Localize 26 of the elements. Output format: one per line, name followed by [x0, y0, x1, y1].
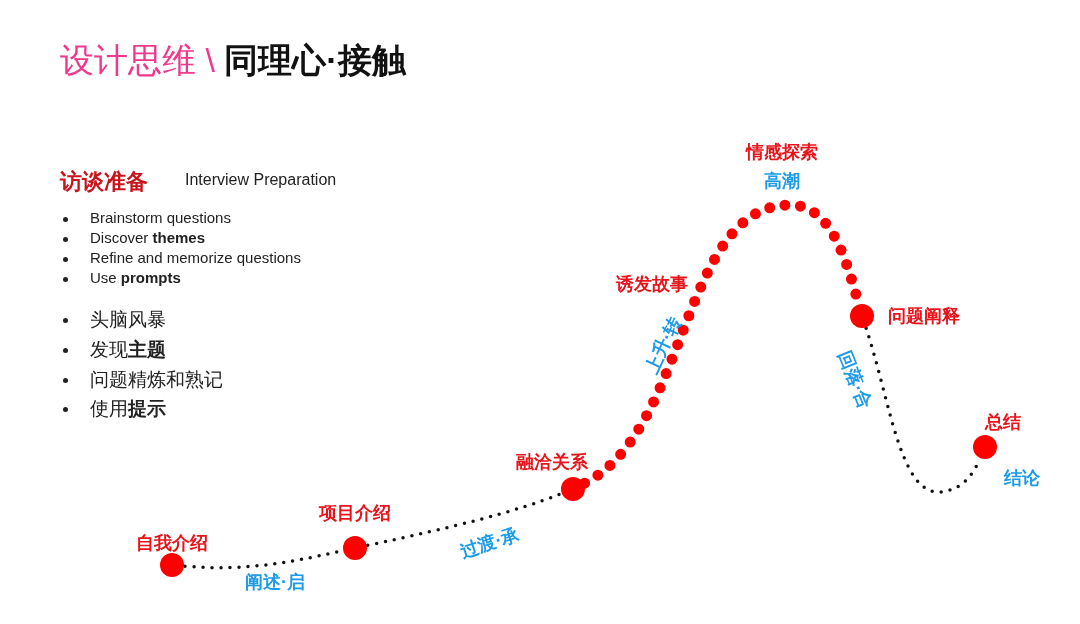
section-subtitle: Interview Preparation: [185, 171, 337, 189]
stage-label: 过渡·承: [457, 523, 523, 564]
bullet-item: Refine and memorize questions: [90, 249, 301, 266]
bullet-item: Use prompts: [90, 269, 181, 286]
dotted-curve: [579, 199, 864, 489]
stage-label: 情感探索: [746, 141, 818, 164]
bullet-item: 头脑风暴: [90, 308, 166, 332]
page-title: 设计思维 \ 同理心·接触: [60, 40, 406, 81]
bullet-item: Brainstorm questions: [90, 209, 231, 226]
stage-label: 项目介绍: [319, 502, 391, 525]
stage-label: 诱发故事: [616, 273, 688, 296]
stage-label: 回落·合: [833, 347, 877, 413]
stage-label: 自我介绍: [136, 532, 208, 555]
stage-label: 高潮: [764, 170, 800, 193]
stage-label: 问题阐释: [888, 305, 960, 328]
bullet-item: 发现主题: [90, 338, 166, 362]
bullet-item: 问题精炼和熟记: [90, 368, 223, 392]
stage-label: 上升·转: [640, 312, 686, 378]
stage-label: 总结: [985, 411, 1021, 434]
dotted-line: [365, 492, 563, 548]
bullet-item: 使用提示: [90, 397, 166, 421]
stage-label: 融洽关系: [516, 451, 588, 474]
section-heading: 访谈准备: [60, 168, 148, 196]
stage-label: 阐述·启: [245, 571, 305, 594]
stage-label: 结论: [1004, 467, 1040, 490]
bullet-item: Discover themes: [90, 229, 206, 246]
